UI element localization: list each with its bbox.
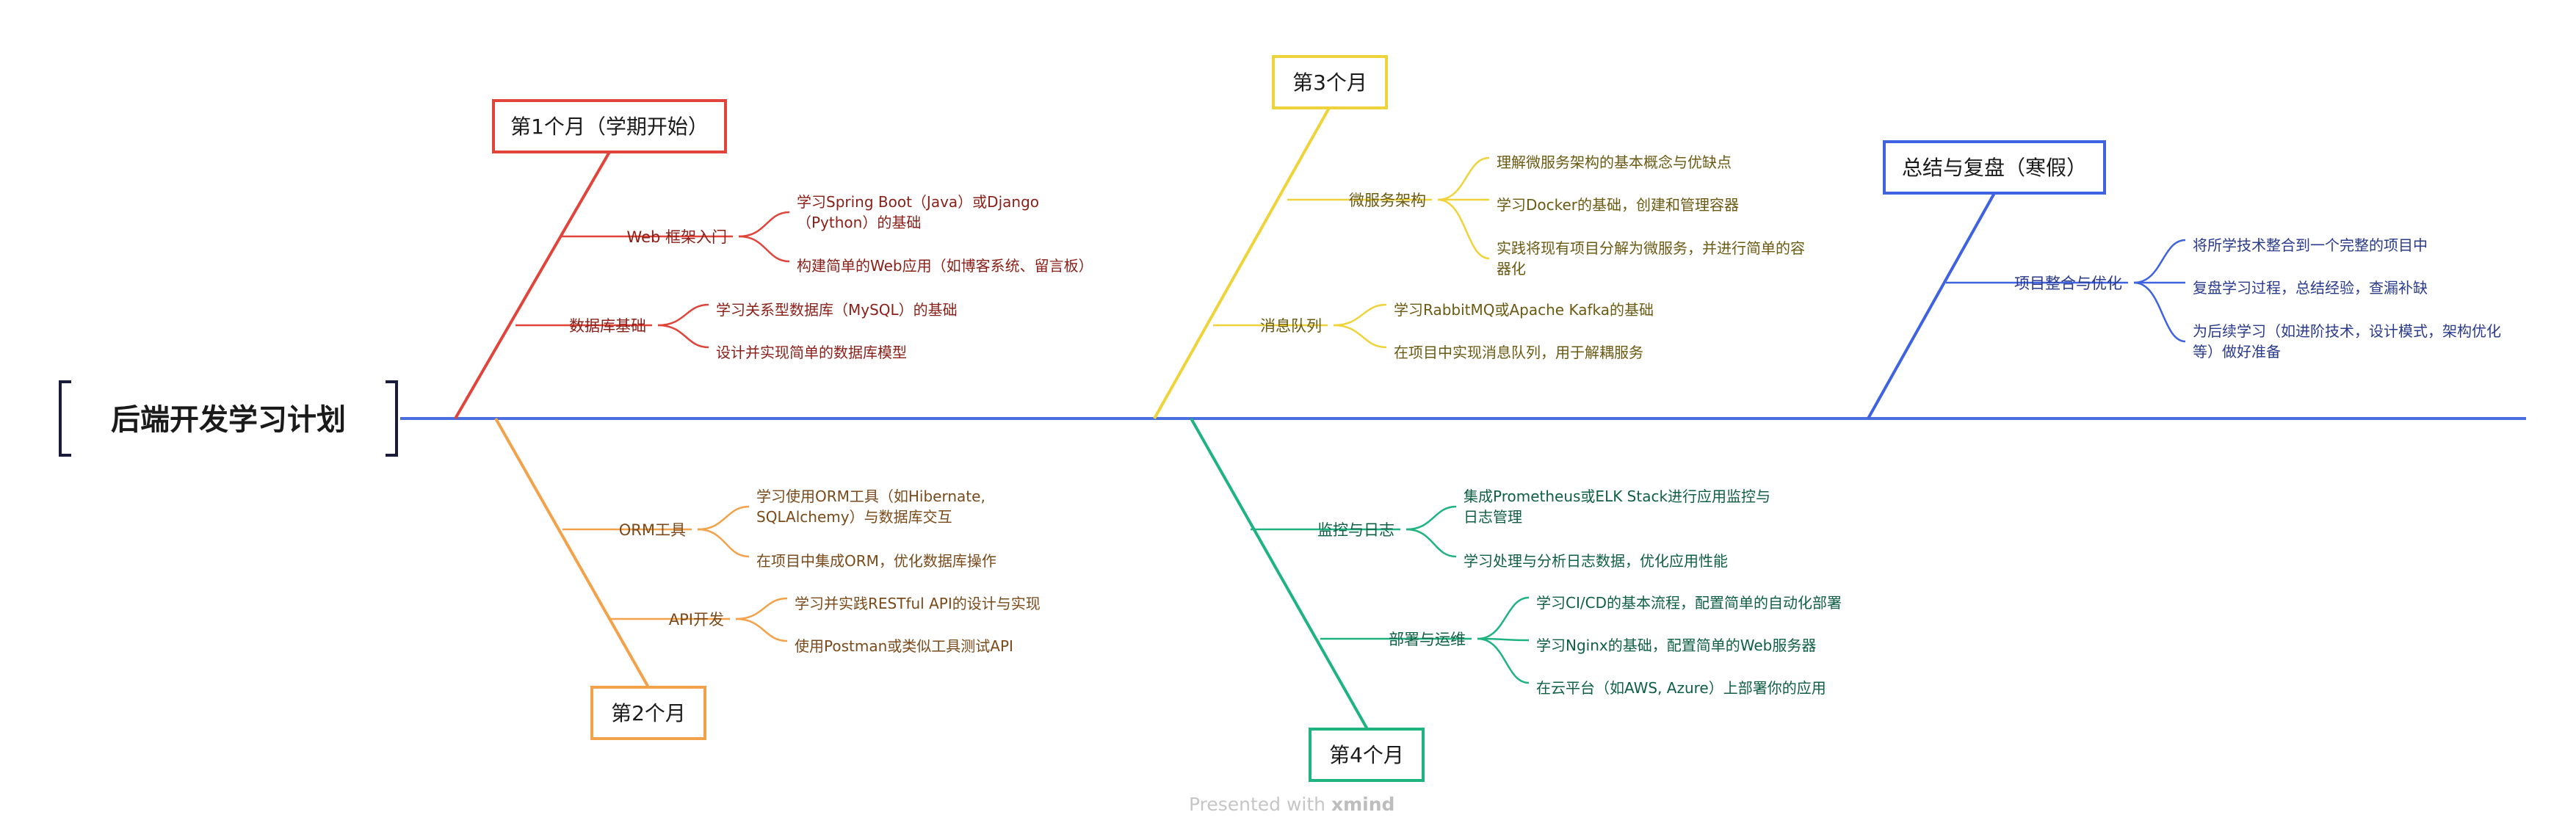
footer-brand: xmind	[1331, 794, 1394, 815]
summary-branch-0-label[interactable]: 项目整合与优化	[2014, 275, 2122, 292]
m3-main-bone	[1153, 107, 1331, 419]
m1-topic-label: 第1个月（学期开始）	[510, 115, 709, 139]
m4-branch-1-label[interactable]: 部署与运维	[1389, 631, 1466, 648]
m3-branch-1-label[interactable]: 消息队列	[1260, 317, 1322, 335]
m4-branch-0-leaf-1-connector	[1405, 528, 1457, 558]
m1-branch-0-leaf-0-connector	[738, 211, 790, 238]
m4-branch-0-leaf-1-line-0[interactable]: 学习处理与分析日志数据，优化应用性能	[1464, 552, 1728, 570]
m2-branch-0-leaf-1-line-0[interactable]: 在项目中集成ORM，优化数据库操作	[756, 552, 996, 570]
m2-topic-label: 第2个月	[611, 701, 686, 725]
summary-topic-box	[1883, 140, 2106, 195]
m1-branch-1-label[interactable]: 数据库基础	[569, 317, 646, 335]
m4-branch-0-label[interactable]: 监控与日志	[1317, 521, 1394, 539]
m4-branch-0-leaf-0-connector	[1405, 505, 1457, 531]
m4-branch-1-leaf-0-connector	[1477, 596, 1530, 640]
m2-topic-box	[590, 686, 706, 740]
m1-main-bone	[454, 151, 611, 420]
m3-branch-1-leaf-0-connector	[1333, 303, 1387, 327]
m1-branch-0-leaf-1-line-0[interactable]: 构建简单的Web应用（如博客系统、留言板）	[797, 257, 1093, 275]
m2-branch-1-label[interactable]: API开发	[669, 611, 724, 628]
m2-branch-1-leaf-1-line-0[interactable]: 使用Postman或类似工具测试API	[795, 637, 1013, 655]
m4-branch-0-leaf-0-line-1[interactable]: 日志管理	[1464, 508, 1522, 526]
m3-topic-box	[1272, 55, 1388, 109]
m2-branch-0-leaf-0-connector	[697, 505, 750, 531]
m1-branch-1-leaf-1-connector	[657, 324, 709, 349]
m4-branch-1-leaf-2-connector	[1477, 637, 1530, 684]
m1-topic[interactable]: 第1个月（学期开始）	[492, 99, 727, 153]
summary-topic[interactable]: 总结与复盘（寒假）	[1883, 140, 2106, 195]
summary-branch-0-leaf-2-line-1[interactable]: 等）做好准备	[2193, 343, 2281, 360]
summary-branch-0-leaf-2-connector	[2133, 281, 2186, 343]
m4-topic[interactable]: 第4个月	[1309, 728, 1425, 782]
m1-branch-1-leaf-0-connector	[657, 303, 709, 327]
m1-branch-0-label[interactable]: Web 框架入门	[627, 228, 727, 246]
m4-branch-1-leaf-2-line-0[interactable]: 在云平台（如AWS, Azure）上部署你的应用	[1536, 679, 1826, 697]
summary-main-bone	[1867, 192, 1996, 419]
m4-topic-label: 第4个月	[1329, 743, 1404, 767]
m2-branch-1-leaf-1-connector	[735, 617, 788, 642]
m2-branch-0-leaf-1-connector	[697, 528, 750, 558]
title-text: 后端开发学习计划	[111, 403, 346, 437]
m2-branch-0-leaf-0-line-1[interactable]: SQLAlchemy）与数据库交互	[756, 508, 952, 526]
m3-branch-1-leaf-0-line-0[interactable]: 学习RabbitMQ或Apache Kafka的基础	[1394, 301, 1654, 319]
m4-branch-1-leaf-1-connector	[1477, 637, 1530, 642]
footer-prefix: Presented with	[1189, 794, 1325, 815]
m4-main-bone	[1190, 418, 1369, 730]
m4-branch-1-leaf-0-line-0[interactable]: 学习CI/CD的基本流程，配置简单的自动化部署	[1536, 594, 1842, 612]
m2-topic[interactable]: 第2个月	[590, 686, 706, 740]
m2-main-bone	[494, 418, 650, 688]
m3-branch-1-leaf-1-connector	[1333, 324, 1387, 349]
m4-branch-0-leaf-0-line-0[interactable]: 集成Prometheus或ELK Stack进行应用监控与	[1464, 488, 1770, 505]
m3-branch-0-leaf-2-connector	[1437, 198, 1490, 260]
m3-topic-label: 第3个月	[1292, 70, 1367, 95]
m1-branch-0-leaf-0-line-0[interactable]: 学习Spring Boot（Java）或Django	[797, 193, 1039, 211]
title-bracket-left	[59, 380, 71, 457]
m3-branch-0-leaf-2-line-0[interactable]: 实践将现有项目分解为微服务，并进行简单的容	[1497, 239, 1805, 257]
summary-branch-0-leaf-0-line-0[interactable]: 将所学技术整合到一个完整的项目中	[2193, 236, 2428, 254]
m1-branch-0-leaf-1-connector	[738, 235, 790, 263]
m4-branch-1-leaf-1-line-0[interactable]: 学习Nginx的基础，配置简单的Web服务器	[1536, 637, 1816, 654]
m3-topic[interactable]: 第3个月	[1272, 55, 1388, 109]
m1-topic-box	[492, 99, 727, 153]
m3-branch-0-leaf-1-line-0[interactable]: 学习Docker的基础，创建和管理容器	[1497, 196, 1739, 214]
bones-layer	[454, 107, 2186, 730]
footer-watermark: Presented with xmind	[1189, 794, 1395, 815]
m1-branch-1-leaf-0-line-0[interactable]: 学习关系型数据库（MySQL）的基础	[716, 301, 958, 319]
m4-topic-box	[1309, 728, 1425, 782]
m3-branch-1-leaf-1-line-0[interactable]: 在项目中实现消息队列，用于解耦服务	[1394, 344, 1643, 361]
title-node[interactable]: 后端开发学习计划	[59, 380, 398, 457]
summary-topic-label: 总结与复盘（寒假）	[1902, 156, 2087, 180]
summary-branch-0-leaf-1-line-0[interactable]: 复盘学习过程，总结经验，查漏补缺	[2193, 279, 2428, 297]
m2-branch-0-leaf-0-line-0[interactable]: 学习使用ORM工具（如Hibernate,	[756, 488, 985, 505]
summary-branch-0-leaf-2-line-0[interactable]: 为后续学习（如进阶技术，设计模式，架构优化	[2193, 322, 2501, 340]
m3-branch-0-leaf-0-line-0[interactable]: 理解微服务架构的基本概念与优缺点	[1497, 153, 1732, 171]
m3-branch-0-label[interactable]: 微服务架构	[1349, 192, 1426, 209]
m3-branch-0-leaf-2-line-1[interactable]: 器化	[1497, 260, 1526, 278]
title-bracket-right	[386, 380, 398, 457]
m2-branch-0-label[interactable]: ORM工具	[619, 521, 686, 539]
topics-layer: 第1个月（学期开始） Web 框架入门 学习Spring Boot（Java）或Dj…	[492, 55, 2501, 782]
m1-branch-0-leaf-0-line-1[interactable]: （Python）的基础	[797, 214, 921, 231]
m2-branch-1-leaf-0-line-0[interactable]: 学习并实践RESTful API的设计与实现	[795, 595, 1041, 612]
m2-branch-1-leaf-0-connector	[735, 597, 788, 620]
m1-branch-1-leaf-1-line-0[interactable]: 设计并实现简单的数据库模型	[716, 344, 907, 361]
summary-branch-0-leaf-0-connector	[2133, 239, 2186, 284]
m3-branch-0-leaf-0-connector	[1437, 156, 1490, 201]
